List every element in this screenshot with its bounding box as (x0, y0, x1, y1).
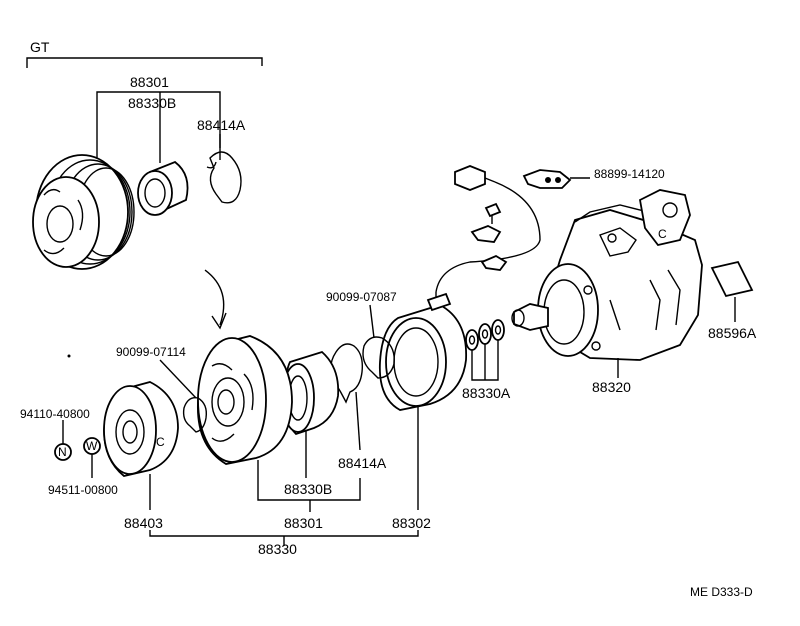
gt-label: GT (30, 39, 50, 55)
compressor-mark-c: C (658, 227, 667, 241)
callout-90099-07114: 90099-07114 (116, 345, 186, 359)
gt-snap-ring (206, 151, 242, 204)
callout-88330b-top: 88330B (128, 95, 176, 111)
callout-88302: 88302 (392, 515, 431, 531)
pressure-plate: C (103, 381, 179, 477)
stator-coil (378, 292, 467, 411)
snap-ring-left (182, 397, 208, 433)
leader-88414a-lower (355, 391, 361, 451)
diagram-code: ME D333-D (690, 585, 753, 599)
mounting-bolt (484, 202, 502, 224)
gt-bearing (137, 160, 189, 216)
callout-88899-14120: 88899-14120 (594, 167, 665, 181)
callout-94110-40800: 94110-40800 (20, 407, 90, 421)
clamp-2 (480, 254, 508, 271)
callout-88301-lower: 88301 (284, 515, 323, 531)
shim-washers (465, 319, 505, 351)
callout-88403: 88403 (124, 515, 163, 531)
callout-88301-top: 88301 (130, 74, 169, 90)
washer-symbol-letter: W (86, 439, 98, 453)
snap-ring-upper (362, 336, 395, 379)
connector-plug (435, 165, 541, 293)
label-plate (710, 260, 754, 298)
callout-88596a: 88596A (708, 325, 757, 341)
leader-90099-07114 (159, 359, 197, 399)
compressor-body: C (435, 189, 703, 361)
nut-symbol-letter: N (58, 445, 67, 459)
callout-88330: 88330 (258, 541, 297, 557)
callout-88414a-top: 88414A (197, 117, 246, 133)
gt-bracket (26, 57, 263, 68)
direction-arrow (204, 269, 225, 326)
gt-pulley (32, 154, 135, 270)
connector-88899 (522, 169, 572, 189)
callout-90099-07087: 90099-07087 (326, 290, 397, 304)
leader-88301-top (96, 91, 221, 160)
callout-94511-00800: 94511-00800 (48, 483, 118, 497)
plate-mark-c: C (156, 435, 165, 449)
callout-88320: 88320 (592, 379, 631, 395)
callout-88330b-lower: 88330B (284, 481, 332, 497)
callout-88330a: 88330A (462, 385, 511, 401)
callout-88414a-lower: 88414A (338, 455, 387, 471)
clamp-1 (470, 225, 502, 243)
stray-dot (67, 354, 71, 358)
leader-88301-lower (257, 460, 361, 501)
pulley (197, 335, 293, 465)
leader-90099-07087 (369, 304, 375, 339)
